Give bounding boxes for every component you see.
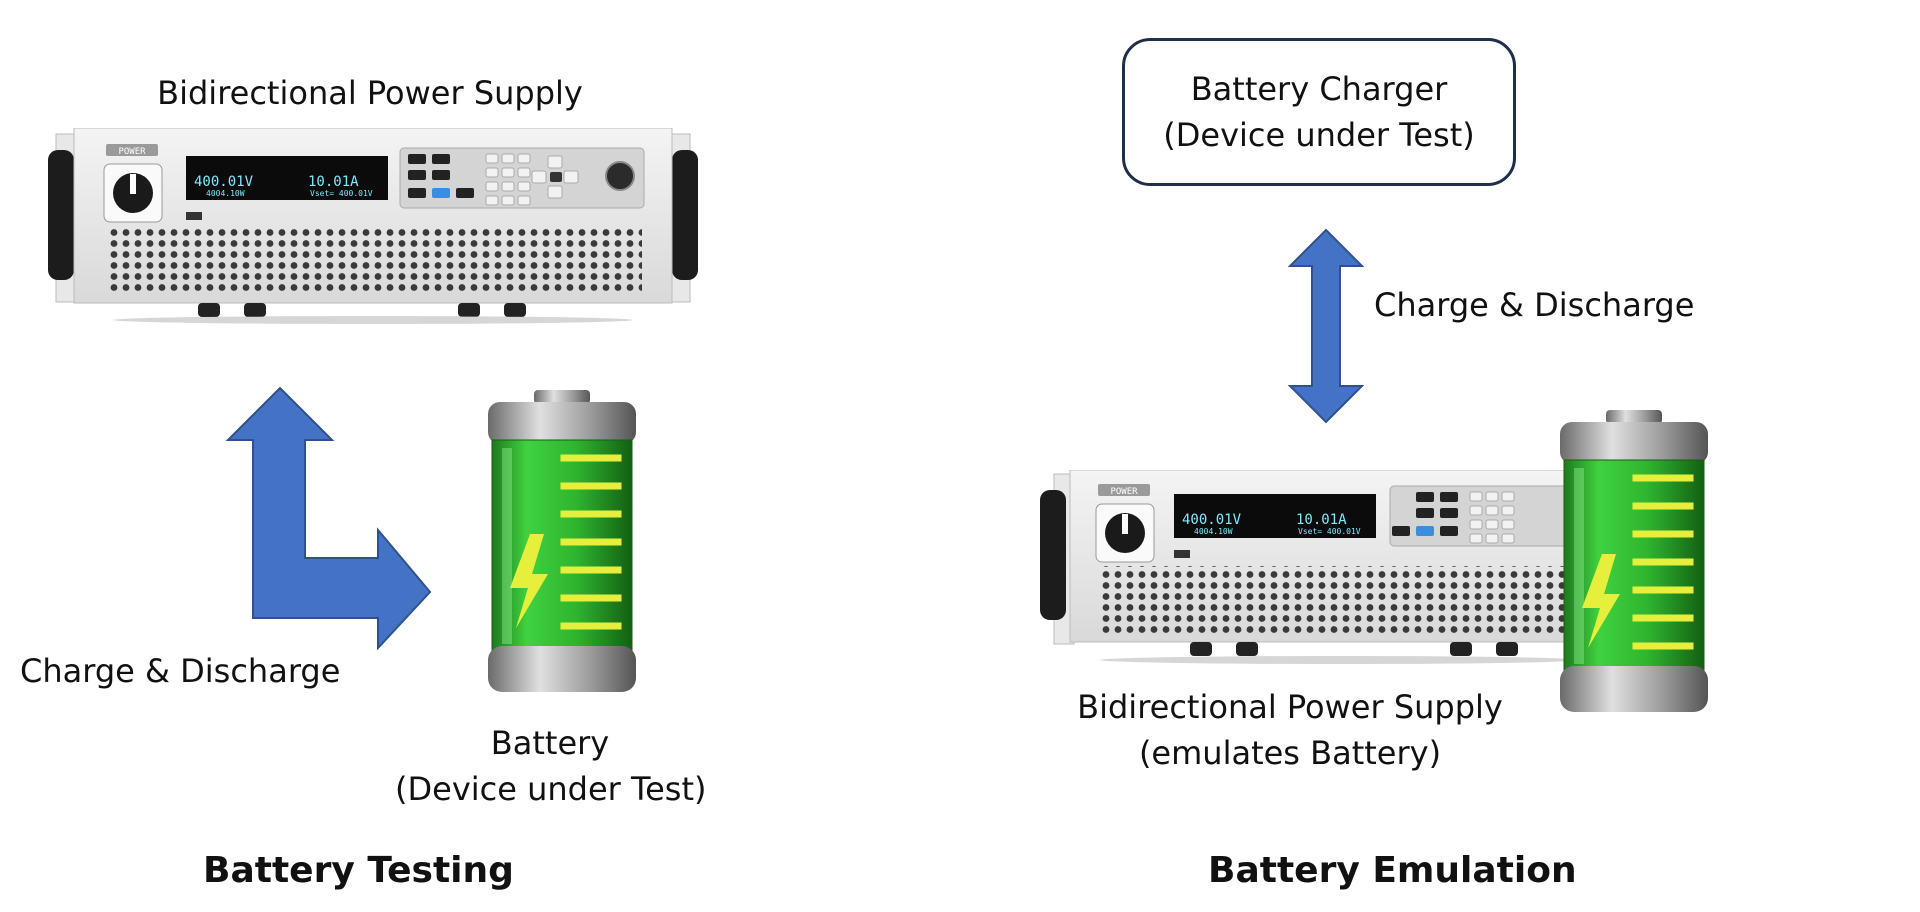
power-supply-illustration: POWER 400.01V 10.01A 4004.10W Vset= 400.… xyxy=(1040,469,1581,664)
battery-label-line2: (Device under Test) xyxy=(395,770,707,808)
display-power: 4004.10W xyxy=(206,189,245,198)
emulation-arrow-label: Charge & Discharge xyxy=(1374,286,1695,324)
display-voltage: 400.01V xyxy=(194,174,254,190)
battery-illustration xyxy=(488,390,636,692)
display-vset: Vset= 400.01V xyxy=(310,189,373,198)
battery-testing-title: Battery Testing xyxy=(203,850,514,891)
testing-power-supply: POWER 400.01V 10.01A 4004.10W Vset= 400.… xyxy=(48,127,698,332)
battery-charger-box: Battery Charger (Device under Test) xyxy=(1122,38,1516,186)
emulation-psu-label-line1: Bidirectional Power Supply xyxy=(1077,688,1503,726)
emulation-psu-label-line2: (emulates Battery) xyxy=(1138,734,1442,772)
testing-arrow-label: Charge & Discharge xyxy=(20,652,341,690)
charge-discharge-double-arrow xyxy=(1288,228,1364,424)
battery-illustration xyxy=(1560,410,1708,712)
power-label: POWER xyxy=(1110,487,1138,497)
charger-label-line1: Battery Charger xyxy=(1190,70,1448,108)
testing-psu-label: Bidirectional Power Supply xyxy=(157,74,583,112)
battery-label-line1: Battery xyxy=(490,724,610,762)
charge-discharge-l-arrow xyxy=(225,386,432,650)
display-vset: Vset= 400.01V xyxy=(1298,527,1361,536)
power-label: POWER xyxy=(118,147,146,157)
charger-label-line2: (Device under Test) xyxy=(1163,116,1475,154)
battery-emulation-title: Battery Emulation xyxy=(1208,850,1577,891)
display-voltage: 400.01V xyxy=(1182,512,1242,528)
display-power: 4004.10W xyxy=(1194,527,1233,536)
display-current: 10.01A xyxy=(308,174,359,190)
power-supply-illustration: POWER 400.01V 10.01A 4004.10W Vset= 400.… xyxy=(48,127,698,324)
emulation-power-supply: POWER 400.01V 10.01A 4004.10W Vset= 400.… xyxy=(1040,469,1581,674)
display-current: 10.01A xyxy=(1296,512,1347,528)
